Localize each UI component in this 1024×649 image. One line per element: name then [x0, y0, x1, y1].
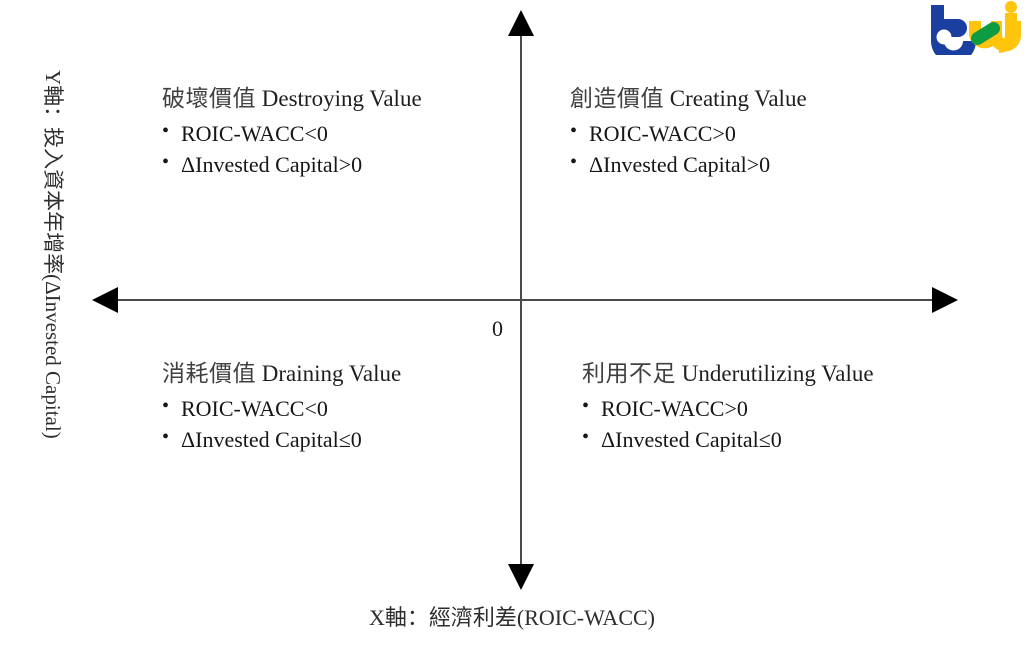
x-axis-left-arrowhead-icon [92, 287, 118, 313]
tej-logo-t-counter [936, 29, 952, 45]
tej-logo-blue-t [931, 5, 976, 64]
quadrant-destroying-value: 破壞價值 Destroying Value ROIC-WACC<0 ΔInves… [162, 85, 422, 181]
quadrant-underutilizing-conditions: ROIC-WACC>0 ΔInvested Capital≤0 [582, 392, 874, 455]
quadrant-destroying-title-cjk: 破壞價值 [162, 86, 256, 111]
tej-logo-icon [931, 1, 1022, 64]
quadrant-destroying-title-latin: Destroying Value [261, 86, 422, 111]
quadrant-creating-value: 創造價值 Creating Value ROIC-WACC>0 ΔInveste… [570, 85, 807, 181]
tej-logo-j-dot [1005, 1, 1017, 13]
y-axis-title: Y軸：投入資本年增率(ΔInvested Capital) [41, 70, 65, 439]
tej-logo-green-slash [970, 21, 1001, 46]
quadrant-underutilizing-title-latin: Underutilizing Value [681, 361, 874, 386]
list-item: ROIC-WACC<0 [162, 392, 401, 424]
quadrant-underutilizing-value: 利用不足 Underutilizing Value ROIC-WACC>0 ΔI… [582, 360, 874, 456]
quadrant-draining-title: 消耗價值 Draining Value [162, 360, 401, 387]
list-item: ROIC-WACC>0 [570, 117, 807, 149]
y-axis-up-arrowhead-icon [508, 10, 534, 36]
x-axis-title: X軸：經濟利差(ROIC-WACC) [369, 605, 655, 630]
list-item: ROIC-WACC>0 [582, 392, 874, 424]
quadrant-destroying-title: 破壞價值 Destroying Value [162, 85, 422, 112]
quadrant-destroying-conditions: ROIC-WACC<0 ΔInvested Capital>0 [162, 117, 422, 180]
list-item: ΔInvested Capital≤0 [162, 423, 401, 455]
tej-logo-crossbar [944, 19, 960, 27]
x-axis-line [104, 299, 946, 301]
quadrant-draining-title-cjk: 消耗價值 [162, 361, 256, 386]
origin-label: 0 [492, 316, 503, 341]
tej-logo-yellow-j [999, 13, 1017, 53]
quadrant-creating-title-latin: Creating Value [669, 86, 807, 111]
quadrant-underutilizing-title-cjk: 利用不足 [582, 361, 676, 386]
list-item: ΔInvested Capital>0 [570, 148, 807, 180]
list-item: ROIC-WACC<0 [162, 117, 422, 149]
tej-logo [917, 1, 1022, 64]
quadrant-draining-value: 消耗價值 Draining Value ROIC-WACC<0 ΔInveste… [162, 360, 401, 456]
quadrant-creating-title-cjk: 創造價值 [570, 86, 664, 111]
x-axis-right-arrowhead-icon [932, 287, 958, 313]
list-item: ΔInvested Capital≤0 [582, 423, 874, 455]
quadrant-draining-conditions: ROIC-WACC<0 ΔInvested Capital≤0 [162, 392, 401, 455]
quadrant-draining-title-latin: Draining Value [261, 361, 402, 386]
quadrant-creating-conditions: ROIC-WACC>0 ΔInvested Capital>0 [570, 117, 807, 180]
list-item: ΔInvested Capital>0 [162, 148, 422, 180]
y-axis-down-arrowhead-icon [508, 564, 534, 590]
quadrant-underutilizing-title: 利用不足 Underutilizing Value [582, 360, 874, 387]
quadrant-creating-title: 創造價值 Creating Value [570, 85, 807, 112]
